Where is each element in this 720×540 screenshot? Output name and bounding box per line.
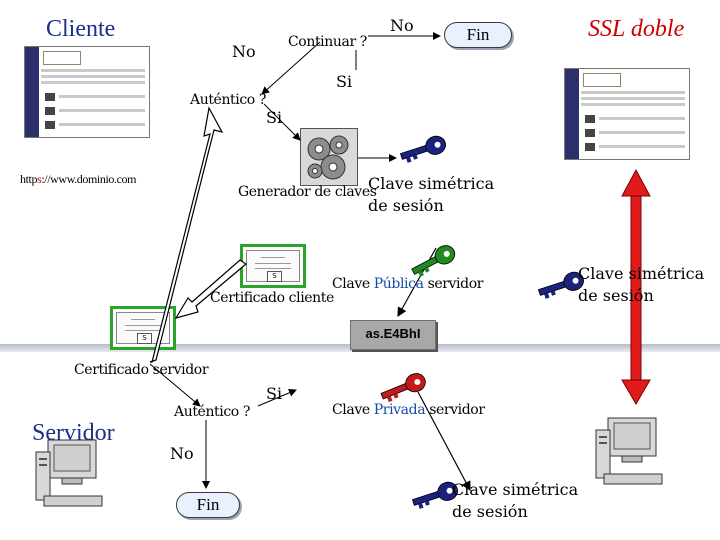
arrow-autentico-gears <box>263 103 301 141</box>
no-top-label: No <box>390 16 414 35</box>
big-arrow-server-client <box>149 106 224 363</box>
key-icon-red <box>380 373 426 403</box>
generador-label: Generador de claves <box>238 184 377 200</box>
gears-icon <box>300 128 358 186</box>
diagram-title: SSL doble <box>588 16 685 42</box>
si-server-label: Si <box>266 384 283 403</box>
key-icon-green <box>411 245 456 277</box>
cipher-box: as.E4BhI <box>350 320 436 350</box>
clave-simetrica-right-2-label: de sesión <box>578 286 654 305</box>
server-certificate-icon: S <box>110 306 176 350</box>
url-text: https://www.dominio.com <box>20 172 137 186</box>
arrow-autentico-si <box>257 389 297 407</box>
clave-simetrica-right-1-label: Clave simétrica <box>578 264 705 283</box>
autentico-server-label: Auténtico ? <box>174 404 250 420</box>
red-double-arrow <box>621 168 651 405</box>
arrow-privada-line <box>417 391 471 492</box>
si-client-label: Si <box>266 108 283 127</box>
fin-top-pill: Fin <box>444 22 512 48</box>
no-left-label: No <box>232 42 256 61</box>
arrow-continuar-autentico <box>261 41 321 95</box>
clave-simetrica-bottom-1-label: Clave simétrica <box>452 480 579 499</box>
key-icon-blue-bottom <box>411 481 458 509</box>
fin-bottom-pill: Fin <box>176 492 240 518</box>
clave-simetrica-bottom-2-label: de sesión <box>452 502 528 521</box>
client-desktop-computer-icon <box>595 417 663 485</box>
client-label: Cliente <box>46 16 116 42</box>
no-server-label: No <box>170 444 194 463</box>
client-web-page-thumbnail-icon <box>24 46 150 138</box>
de-sesion-1-label: de sesión <box>368 196 444 215</box>
clave-simetrica-1-label: Clave simétrica <box>368 174 495 193</box>
url-secure-s: s <box>37 172 42 186</box>
server-web-page-thumbnail-icon <box>564 68 690 160</box>
big-arrow-client-cert <box>174 259 247 319</box>
si-top-label: Si <box>336 72 353 91</box>
certificado-servidor-label: Certificado servidor <box>74 362 209 378</box>
server-desktop-computer-icon <box>35 439 103 507</box>
arrow-cert-server-autentico <box>149 363 201 407</box>
clave-publica-label: Clave Pública servidor <box>332 276 484 292</box>
key-icon-blue-top <box>399 135 446 163</box>
cipher-text: as.E4BhI <box>365 326 421 341</box>
key-icon-blue-right <box>537 271 584 299</box>
continuar-label: Continuar ? <box>288 34 367 50</box>
clave-privada-label: Clave Privada servidor <box>332 402 485 418</box>
certificado-cliente-label: Certificado cliente <box>210 290 334 306</box>
autentico-client-label: Auténtico ? <box>190 92 266 108</box>
